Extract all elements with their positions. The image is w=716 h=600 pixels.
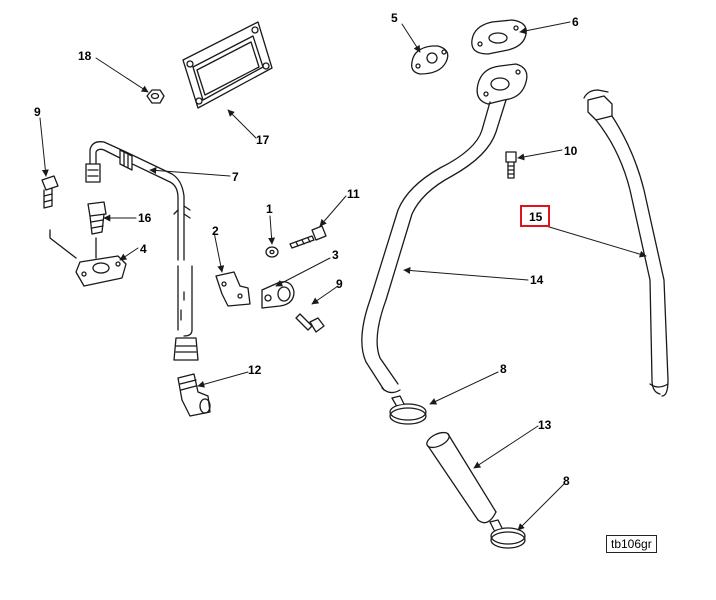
part-16-tube (583, 89, 669, 397)
leader-lines (39, 21, 647, 531)
part-7-supply-tube (85, 141, 199, 361)
callout-1: 1 (266, 202, 273, 216)
callout-4: 4 (140, 242, 147, 256)
callout-8-lower: 8 (563, 474, 570, 488)
callout-3: 3 (332, 248, 339, 262)
part-15-drain-tube (361, 63, 528, 394)
part-8-clamp-upper (389, 395, 427, 425)
callout-16: 15 (529, 210, 543, 224)
part-17-flange-gasket (182, 21, 273, 109)
part-9-bolt-right (295, 313, 325, 333)
callout-11: 11 (347, 187, 360, 201)
part-11-bolt (289, 225, 327, 249)
part-12-elbow (177, 373, 211, 417)
callout-9-right: 9 (336, 277, 343, 291)
part-3-clamp (261, 281, 295, 309)
part-2-bracket (215, 271, 251, 307)
callout-18: 18 (78, 49, 92, 63)
part-14-hose (426, 431, 497, 524)
callout-9-left: 9 (34, 105, 41, 119)
part-13-adapter (87, 201, 107, 235)
callout-7: 7 (232, 170, 239, 184)
part-10-fitting (505, 151, 517, 179)
part-6-gasket (471, 19, 527, 55)
figure-reference-code: tb106gr (606, 535, 657, 553)
part-1-washer (265, 246, 279, 258)
callout-13: 16 (138, 211, 152, 225)
callout-16-highlight-box (520, 205, 550, 227)
callout-15: 14 (530, 273, 544, 287)
part-8-clamp-lower (489, 519, 526, 549)
part-18-nut (146, 89, 165, 104)
part-9-fitting-left (41, 175, 59, 209)
callout-6: 6 (572, 15, 579, 29)
callout-17: 17 (256, 133, 270, 147)
part-4-flange (49, 229, 127, 287)
part-5-gasket (411, 45, 449, 75)
callout-2: 2 (212, 224, 219, 238)
callout-14: 13 (538, 418, 552, 432)
callout-5: 5 (391, 11, 398, 25)
callout-10: 10 (564, 144, 578, 158)
callout-12: 12 (248, 363, 262, 377)
callout-8-upper: 8 (500, 362, 507, 376)
